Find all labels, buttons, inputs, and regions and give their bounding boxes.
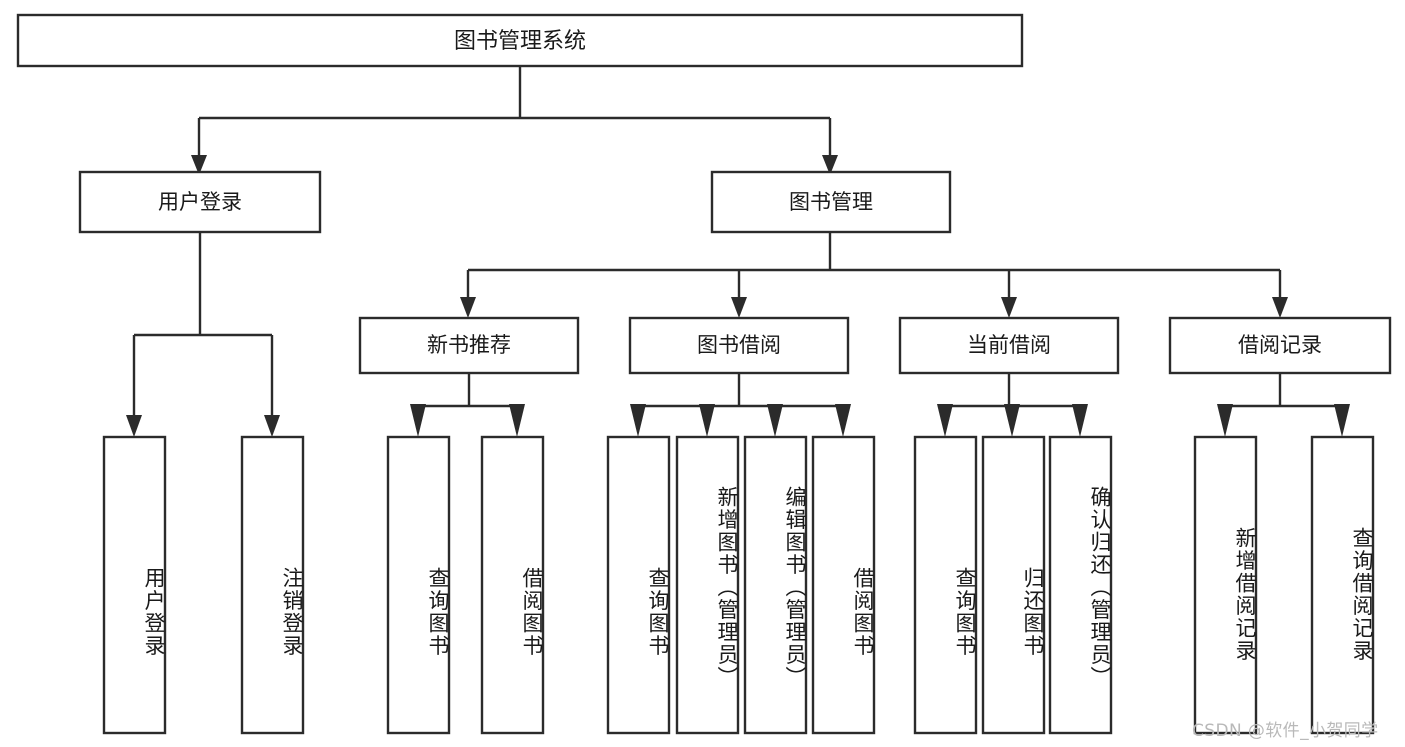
leaf-box-borrow-book-2[interactable] <box>811 435 876 735</box>
node-current-borrow[interactable]: 当前借阅 <box>898 316 1120 375</box>
leaf-box-query-book-1[interactable] <box>386 435 451 735</box>
leaf-box-query-record[interactable] <box>1310 435 1375 735</box>
node-book-borrow-label: 图书借阅 <box>697 333 781 357</box>
connector-bookborrow-to-leaves <box>630 373 851 437</box>
leaf-box-borrow-book-1[interactable] <box>480 435 545 735</box>
leaf-box-query-book-3[interactable] <box>913 435 978 735</box>
node-user-login-label: 用户登录 <box>158 190 242 214</box>
node-book-borrow[interactable]: 图书借阅 <box>628 316 850 375</box>
node-book-management-label: 图书管理 <box>789 190 873 214</box>
leaf-box-logout[interactable] <box>240 435 305 735</box>
watermark-text: CSDN @软件_小贺同学 <box>1192 721 1379 741</box>
connector-newbook-to-leaves <box>410 373 525 437</box>
node-new-book-recommend[interactable]: 新书推荐 <box>358 316 580 375</box>
connector-userlogin-to-leaves <box>126 232 280 437</box>
node-new-book-recommend-label: 新书推荐 <box>427 333 511 357</box>
leaf-box-query-book-2[interactable] <box>606 435 671 735</box>
node-borrow-record[interactable]: 借阅记录 <box>1168 316 1392 375</box>
node-current-borrow-label: 当前借阅 <box>967 333 1051 357</box>
leaf-box-add-book[interactable] <box>675 435 740 735</box>
node-root-label: 图书管理系统 <box>454 29 586 54</box>
node-borrow-record-label: 借阅记录 <box>1238 333 1322 357</box>
leaf-box-return-book[interactable] <box>981 435 1046 735</box>
leaf-box-confirm-return[interactable] <box>1048 435 1113 735</box>
connector-borrowrecord-to-leaves <box>1217 373 1350 437</box>
connector-currentborrow-to-leaves <box>937 373 1088 437</box>
node-root[interactable]: 图书管理系统 <box>16 13 1024 68</box>
leaf-boxes <box>102 435 1375 735</box>
connector-root-to-level1 <box>191 66 838 175</box>
leaf-box-add-record[interactable] <box>1193 435 1258 735</box>
node-book-management[interactable]: 图书管理 <box>710 170 952 234</box>
leaf-box-user-login[interactable] <box>102 435 167 735</box>
connector-bookmgmt-to-level2 <box>460 232 1288 318</box>
node-user-login[interactable]: 用户登录 <box>78 170 322 234</box>
leaf-box-edit-book[interactable] <box>743 435 808 735</box>
